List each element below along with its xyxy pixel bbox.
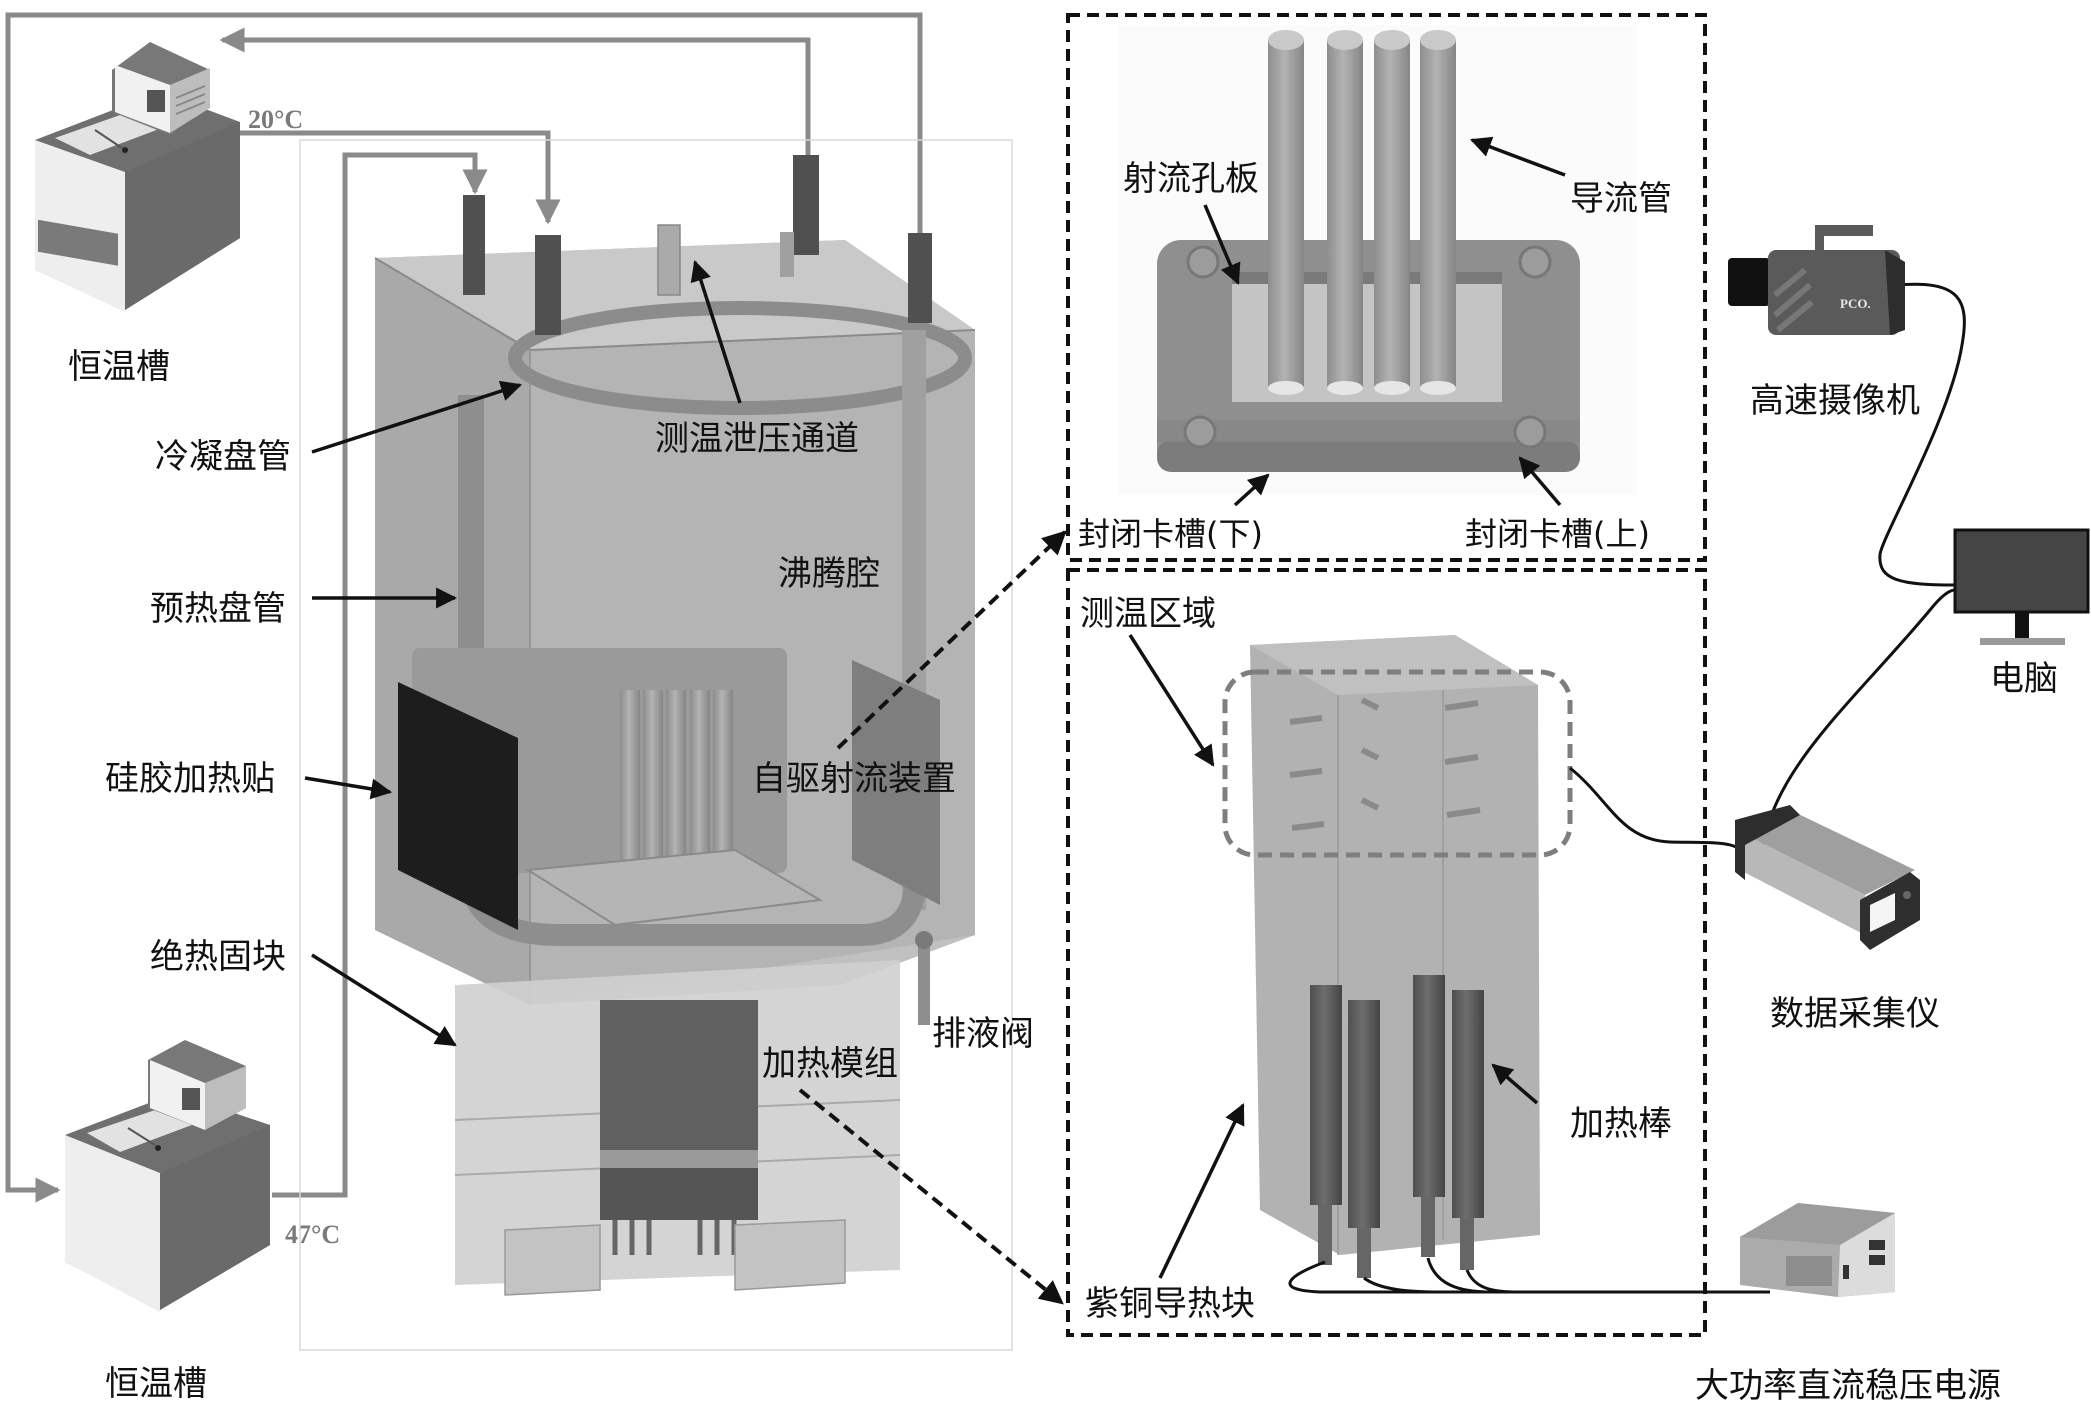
arrow-orifice-plate: [1203, 204, 1241, 285]
dc-power-supply-icon: [1740, 1203, 1895, 1297]
bath-bottom-icon: [65, 1040, 270, 1312]
arrow-condenser-coil: [311, 380, 522, 454]
cable-heater-power: [1288, 1257, 1770, 1294]
arrow-guide-tube: [1470, 136, 1566, 177]
hot-supply-pipe: [272, 152, 488, 1198]
arrow-copper-block: [1158, 1103, 1245, 1279]
measurement-zone-box: [1222, 669, 1573, 858]
jet-device-detail: [1118, 25, 1638, 495]
label-measurement-zone: 测温区域: [1080, 594, 1216, 634]
heater-detail-box: [1066, 568, 1707, 1337]
temp-label-cold: 20°C: [248, 105, 303, 134]
label-preheat-coil: 预热盘管: [150, 589, 286, 629]
label-dc-power-supply: 大功率直流稳压电源: [1695, 1366, 2001, 1406]
label-insulation-block: 绝热固块: [150, 937, 286, 977]
label-boiling-chamber: 沸腾腔: [778, 554, 880, 594]
dashed-arrow-jet-detail: [836, 530, 1067, 750]
return-pipe-outer: [5, 12, 923, 1203]
arrow-seal-slot-lower: [1233, 473, 1270, 507]
bath-top-icon: [35, 42, 240, 312]
arrow-insulation-block: [311, 953, 457, 1047]
label-heating-rod: 加热棒: [1570, 1104, 1672, 1144]
copper-block-detail: [1222, 635, 1573, 1278]
label-drain-valve: 排液阀: [932, 1014, 1034, 1054]
label-orifice-plate: 射流孔板: [1123, 159, 1259, 199]
cable-camera-computer: [1878, 282, 1966, 587]
arrow-temp-pressure-channel: [690, 259, 742, 404]
label-bath-top: 恒温槽: [68, 347, 170, 387]
guide-tubes: [1268, 30, 1456, 395]
label-seal-slot-upper: 封闭卡槽(上): [1465, 515, 1650, 553]
temp-label-hot: 47°C: [285, 1220, 340, 1249]
arrow-seal-slot-upper: [1518, 456, 1562, 507]
thermocouples: [1289, 697, 1481, 831]
label-high-speed-camera: 高速摄像机: [1750, 381, 1920, 421]
camera-brand-label: PCO.: [1840, 296, 1871, 311]
label-silicone-heater: 硅胶加热贴: [105, 759, 275, 799]
jet-device-miniature: [524, 690, 824, 927]
label-temp-pressure-channel: 测温泄压通道: [655, 419, 859, 459]
label-jet-device: 自驱射流装置: [752, 759, 956, 799]
label-seal-slot-lower: 封闭卡槽(下): [1078, 515, 1263, 553]
label-copper-block: 紫铜导热块: [1085, 1284, 1255, 1324]
high-speed-camera-icon: PCO.: [1728, 225, 1905, 335]
computer-monitor-icon: [1953, 528, 2090, 645]
arrow-silicone-heater: [304, 776, 393, 800]
label-condenser-coil: 冷凝盘管: [155, 437, 291, 477]
label-computer: 电脑: [1990, 659, 2058, 699]
main-apparatus: [299, 139, 1013, 1351]
label-heating-module: 加热模组: [762, 1044, 898, 1084]
label-bath-bottom: 恒温槽: [105, 1364, 207, 1404]
jet-detail-box: [1066, 13, 1707, 562]
cable-daq-computer: [1760, 588, 1956, 856]
label-data-acquisition: 数据采集仪: [1770, 994, 1940, 1034]
cold-return-pipe: [219, 27, 811, 158]
circulation-piping: [5, 12, 923, 1203]
arrow-heating-rod: [1491, 1063, 1539, 1105]
cable-thermocouple-daq: [1569, 766, 1750, 861]
label-guide-tube: 导流管: [1570, 179, 1672, 219]
data-acquisition-icon: [1735, 805, 1920, 950]
arrow-measurement-zone: [1128, 634, 1215, 767]
heating-rods: [1310, 975, 1484, 1278]
cold-supply-pipe: [238, 130, 561, 225]
